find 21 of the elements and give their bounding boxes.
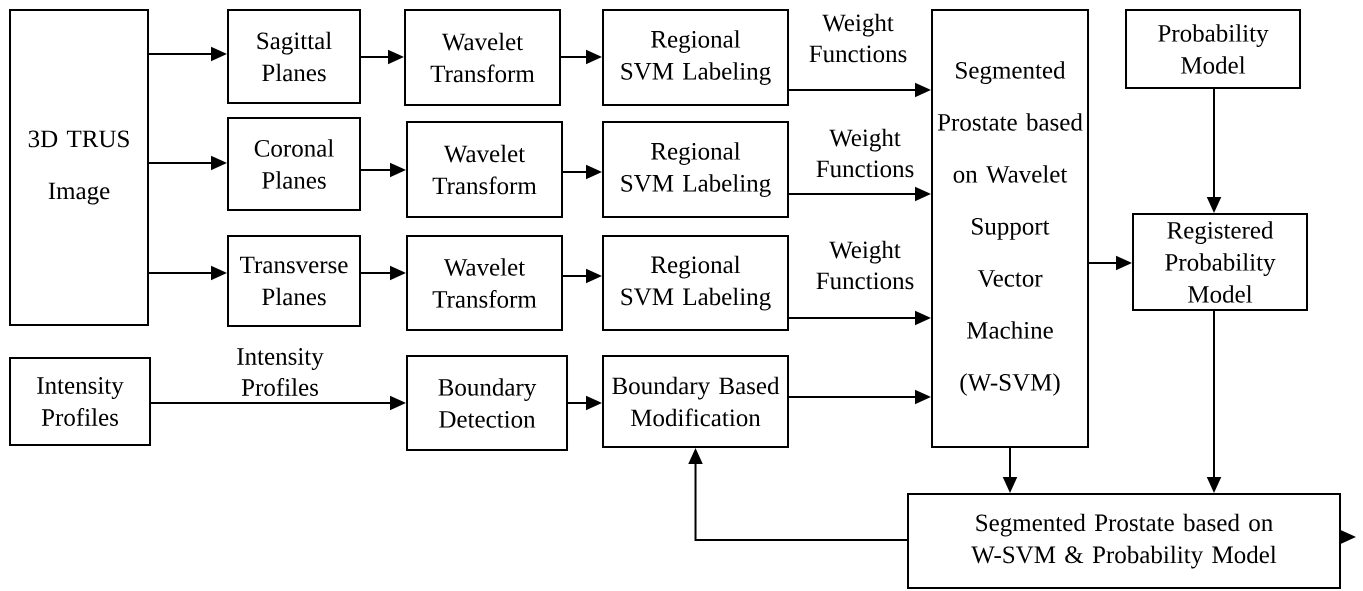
process-box: Intensity Profiles bbox=[9, 357, 151, 446]
process-box: Regional SVM Labeling bbox=[602, 235, 789, 331]
process-box: Regional SVM Labeling bbox=[602, 9, 789, 106]
process-box: Registered Probability Model bbox=[1132, 213, 1308, 311]
process-box: Boundary Based Modification bbox=[602, 355, 789, 448]
process-box: Wavelet Transform bbox=[406, 121, 563, 218]
edge-label: Weight Functions bbox=[803, 126, 927, 180]
process-box: 3D TRUS Image bbox=[9, 9, 149, 326]
process-box: Coronal Planes bbox=[227, 117, 361, 211]
edge-label: Weight Functions bbox=[796, 11, 920, 65]
process-box: Sagittal Planes bbox=[227, 9, 361, 104]
process-box: Regional SVM Labeling bbox=[602, 121, 789, 218]
process-box: Segmented Prostate based on Wavelet Support Vector Machine (W-SVM) bbox=[931, 9, 1089, 448]
process-box: Transverse Planes bbox=[227, 235, 361, 327]
edge-label: Intensity Profiles bbox=[218, 346, 342, 398]
edge-label: Weight Functions bbox=[803, 238, 927, 292]
process-box: Probability Model bbox=[1125, 9, 1301, 89]
process-box: Wavelet Transform bbox=[404, 9, 561, 106]
process-box: Segmented Prostate based on W-SVM & Probability Model bbox=[907, 493, 1341, 589]
process-box: Boundary Detection bbox=[406, 355, 568, 451]
process-box: Wavelet Transform bbox=[406, 235, 563, 331]
